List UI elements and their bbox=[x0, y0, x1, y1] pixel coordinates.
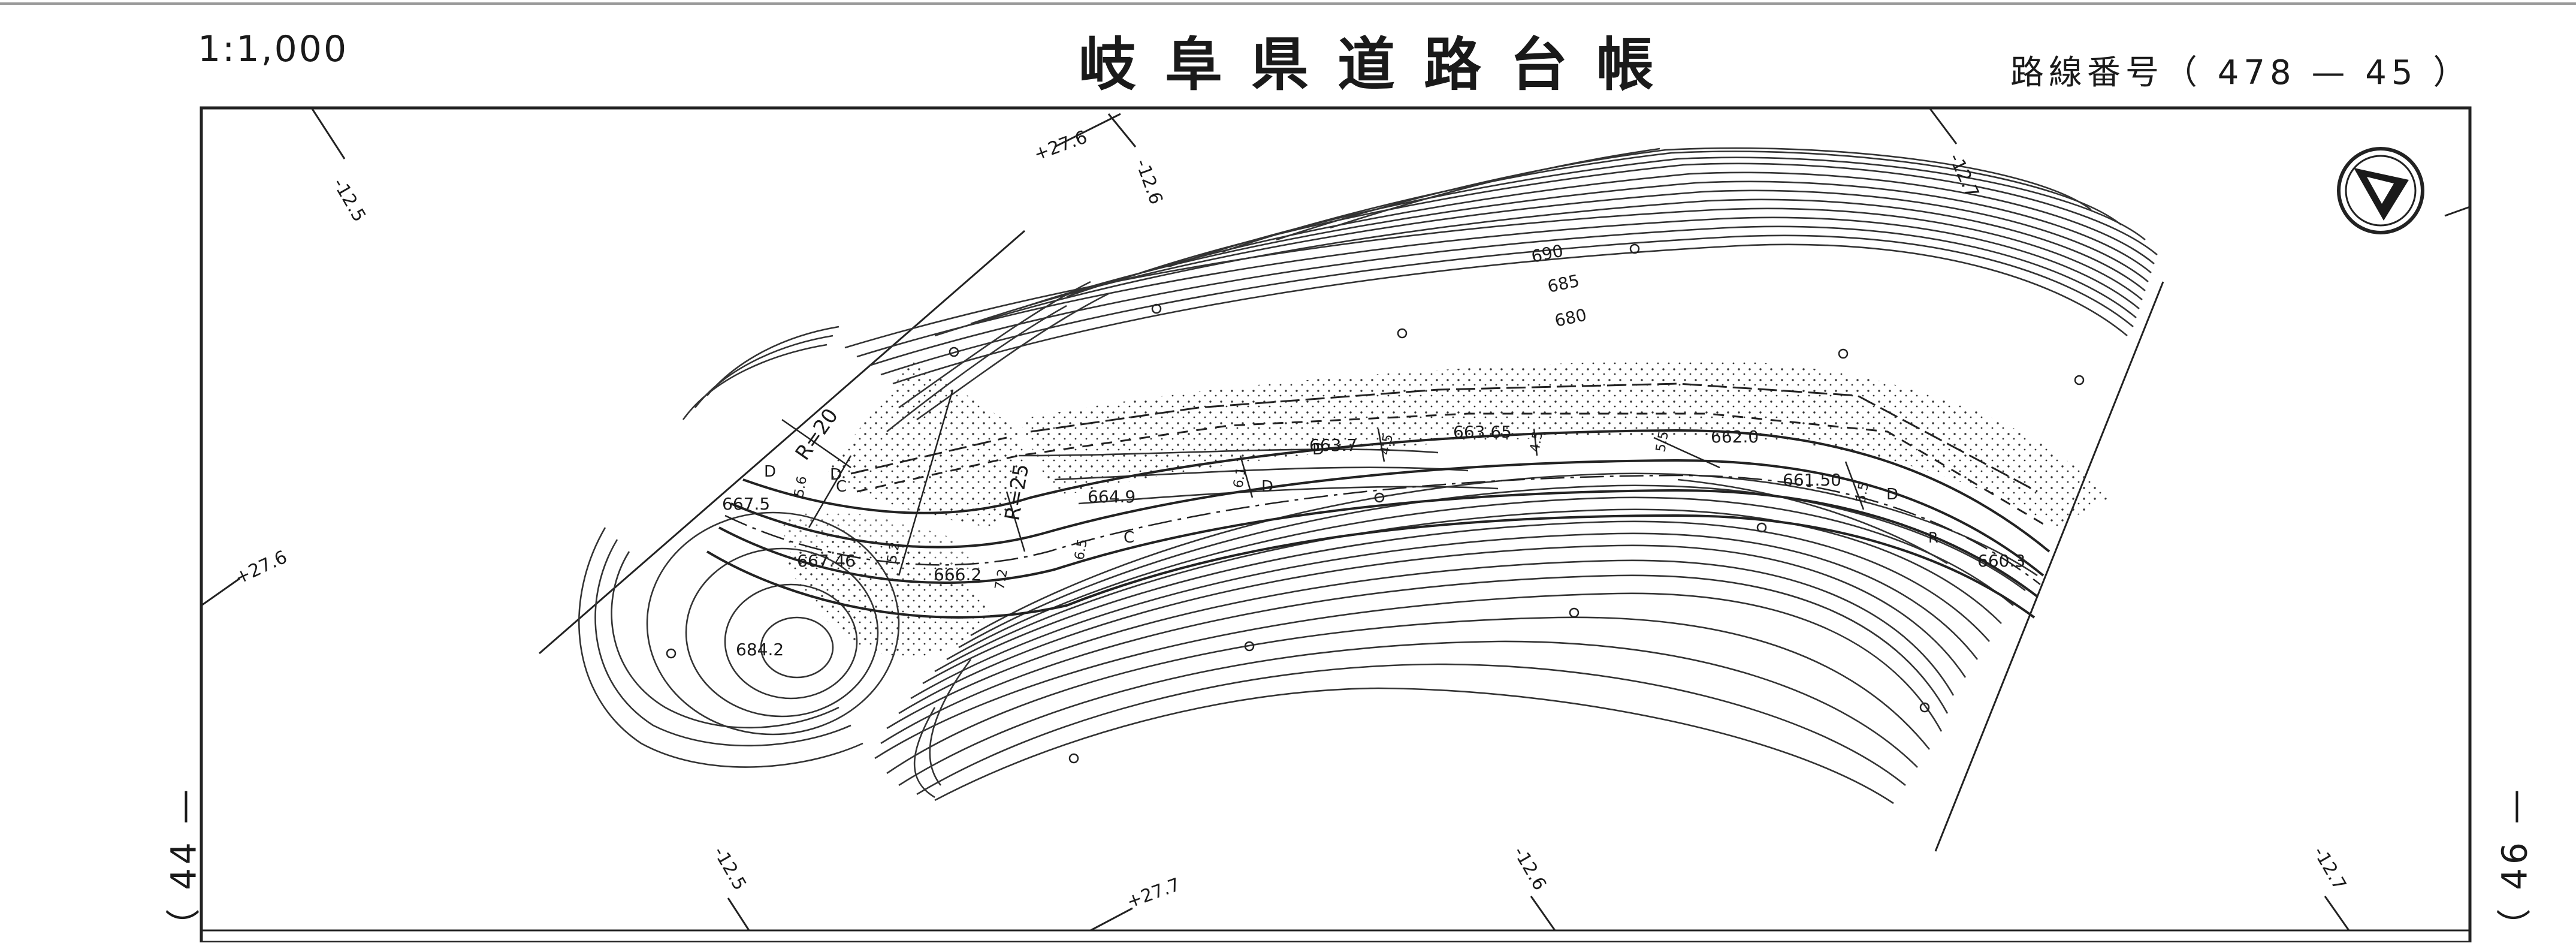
road-marker: D bbox=[1312, 441, 1324, 459]
road-marker: D bbox=[830, 466, 842, 484]
elevation-6842: 684.2 bbox=[736, 640, 784, 659]
width-label: 5.5 bbox=[1853, 481, 1872, 504]
elevation-6662: 666.2 bbox=[934, 565, 982, 585]
map-boundary bbox=[539, 230, 2164, 852]
elevation-6620: 662.0 bbox=[1711, 427, 1759, 447]
road-marker: D bbox=[1886, 486, 1898, 504]
survey-points bbox=[666, 243, 2085, 764]
elevation-6603: 660.3 bbox=[1977, 551, 2025, 571]
road-edges bbox=[706, 429, 2050, 619]
elevation-66150: 661.50 bbox=[1783, 470, 1841, 490]
curve-label-r20: R=20 bbox=[791, 404, 843, 465]
width-label: 5.5 bbox=[1653, 430, 1672, 453]
grid-label-left-276: +27.6 bbox=[232, 547, 291, 589]
elevation-6649: 664.9 bbox=[1088, 487, 1136, 507]
grid-label-top-127: -12.7 bbox=[1944, 150, 1983, 201]
grid-label-top-276: +27.6 bbox=[1031, 126, 1090, 165]
width-label: 4.5 bbox=[1527, 430, 1546, 453]
grid-label-bottom-127: -12.7 bbox=[2309, 843, 2350, 894]
elevation-6637: 663.7 bbox=[1309, 435, 1357, 455]
curve-label-r: R bbox=[1928, 529, 1938, 546]
map-title: 岐阜県道路台帳 bbox=[1079, 31, 1683, 98]
elevation-66746: 667.46 bbox=[797, 551, 856, 571]
width-label: 6.5 bbox=[1072, 538, 1091, 561]
route-number: 路線番号（ 478 — 45 ） bbox=[2010, 53, 2472, 92]
width-label: 6.1 bbox=[1231, 466, 1249, 489]
width-label: 7.2 bbox=[992, 568, 1011, 591]
contour-lines-lower bbox=[874, 448, 2038, 805]
road-marker: D bbox=[1261, 478, 1273, 496]
road-marker: D bbox=[764, 463, 776, 481]
grid-label-bottom-125: -12.5 bbox=[709, 843, 750, 894]
slope-hachures bbox=[850, 382, 2050, 529]
grid-ticks bbox=[201, 107, 2471, 932]
grid-label-bottom-277: +27.7 bbox=[1124, 874, 1183, 912]
contour-label-685: 685 bbox=[1546, 270, 1581, 296]
elevation-labels: 667.5 667.46 666.2 664.9 663.7 663.65 66… bbox=[722, 422, 2025, 659]
map-frame bbox=[200, 106, 2472, 942]
elevation-6675: 667.5 bbox=[722, 494, 770, 514]
width-label: 4.5 bbox=[1378, 433, 1396, 456]
contour-labels: 690 685 680 bbox=[1530, 240, 1589, 330]
grid-label-top-125: -12.5 bbox=[328, 175, 370, 226]
width-labels: 5.6 5.2 7.2 6.5 6.1 4.5 4.5 5.5 5.5 bbox=[792, 430, 1872, 591]
road-centerline bbox=[724, 474, 2041, 585]
map-scale: 1:1,000 bbox=[198, 28, 349, 70]
road-marker: C bbox=[1124, 529, 1134, 547]
contour-label-690: 690 bbox=[1530, 240, 1565, 266]
dotted-areas bbox=[779, 359, 2109, 657]
grid-label-bottom-126: -12.6 bbox=[1509, 843, 1550, 894]
north-arrow-icon bbox=[2337, 147, 2424, 234]
road-marker: C bbox=[836, 478, 847, 496]
contour-label-680: 680 bbox=[1553, 305, 1589, 330]
road-markers: D D D C C D D bbox=[764, 441, 1898, 547]
width-label: 5.6 bbox=[792, 475, 810, 498]
station-lines bbox=[781, 389, 1865, 576]
grid-label-top-126: -12.6 bbox=[1131, 156, 1166, 207]
width-label: 5.2 bbox=[884, 541, 903, 564]
elevation-66365: 663.65 bbox=[1453, 422, 1512, 442]
